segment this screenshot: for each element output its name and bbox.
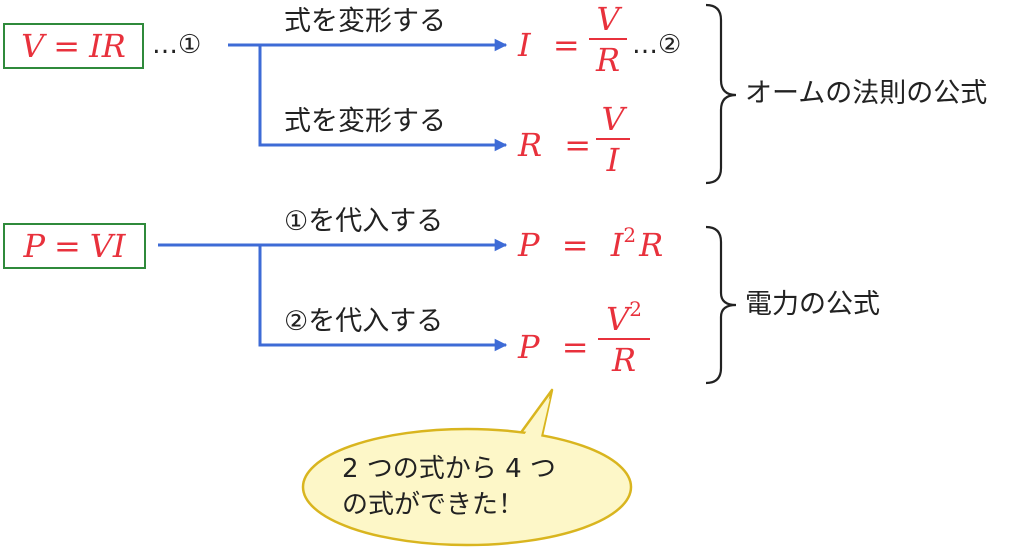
source1-mark: …① bbox=[152, 30, 202, 60]
section2-branch1-label: ①を代入する bbox=[284, 206, 444, 237]
section2-branch2-label: ②を代入する bbox=[284, 306, 444, 337]
section2-branch1-tail: R bbox=[639, 226, 664, 264]
section2-branch2-num-base: V bbox=[606, 300, 630, 338]
section2-branch2-fraction: V2 R bbox=[597, 299, 651, 379]
ohm-law-brace-label: オームの法則の公式 bbox=[745, 78, 988, 109]
section2-branch1-lhs: P bbox=[518, 226, 540, 264]
bubble-line-1: 2 つの式から 4 つ bbox=[342, 454, 556, 484]
source2-rhs: VI bbox=[89, 227, 126, 265]
section2-branch1-formula: P = I2R bbox=[518, 225, 664, 264]
section1-branch2-fraction: V I bbox=[593, 103, 633, 176]
section2-branch2-fraction-bar bbox=[598, 338, 650, 340]
section1-branch2-equals: = bbox=[564, 126, 592, 164]
section2-connectors bbox=[158, 238, 508, 352]
section1-branch2-lhs-group: R = bbox=[518, 129, 591, 161]
speech-bubble bbox=[301, 388, 633, 547]
section1-branch2-label: 式を変形する bbox=[284, 106, 446, 137]
section1-branch1-lhs: I bbox=[518, 26, 531, 64]
section1-branch1-numerator: V bbox=[596, 0, 620, 38]
section1-branch1-fraction: V R bbox=[588, 3, 628, 76]
section1-branch2-fraction-bar bbox=[596, 138, 630, 140]
section2-branch1-equals: = bbox=[561, 226, 589, 264]
section1-branch1-label: 式を変形する bbox=[284, 6, 446, 37]
section2-branch1-exponent: 2 bbox=[623, 223, 637, 247]
section1-right-brace bbox=[705, 3, 737, 185]
section2-right-brace bbox=[705, 225, 737, 385]
power-source-box: P = VI bbox=[3, 223, 146, 269]
source2-equals: = bbox=[53, 227, 81, 265]
section1-branch2-denominator: I bbox=[606, 141, 620, 179]
section2-branch2-lhs-group: P = bbox=[518, 331, 589, 363]
section1-connectors bbox=[228, 38, 508, 152]
section2-branch2-numerator: V2 bbox=[606, 299, 642, 338]
section2-branch2-num-exponent: 2 bbox=[629, 297, 642, 321]
source1-equals: = bbox=[53, 27, 81, 65]
source1-lhs: V bbox=[21, 27, 45, 65]
source2-lhs: P bbox=[23, 227, 45, 265]
section1-branch2-numerator: V bbox=[601, 100, 625, 138]
section1-branch1-lhs-group: I = bbox=[518, 29, 580, 61]
section1-branch1-denominator: R bbox=[595, 41, 621, 79]
section2-lower-arrow bbox=[258, 245, 508, 352]
section2-branch2-equals: = bbox=[561, 328, 589, 366]
section1-lower-arrow bbox=[258, 45, 508, 152]
section2-branch2-denominator: R bbox=[611, 341, 637, 379]
ohm-law-source-box: V = IR bbox=[3, 23, 144, 69]
bubble-line-2: の式ができた！ bbox=[342, 490, 525, 520]
section2-branch1-base: I bbox=[610, 226, 624, 264]
source1-rhs: IR bbox=[89, 27, 126, 65]
section1-branch1-fraction-bar bbox=[589, 38, 627, 40]
section1-branch2-lhs: R bbox=[518, 126, 543, 164]
power-brace-label: 電力の公式 bbox=[745, 289, 880, 320]
section1-branch1-equals: = bbox=[552, 26, 580, 64]
section1-branch1-mark: …② bbox=[632, 30, 682, 60]
section2-branch2-lhs: P bbox=[518, 328, 540, 366]
